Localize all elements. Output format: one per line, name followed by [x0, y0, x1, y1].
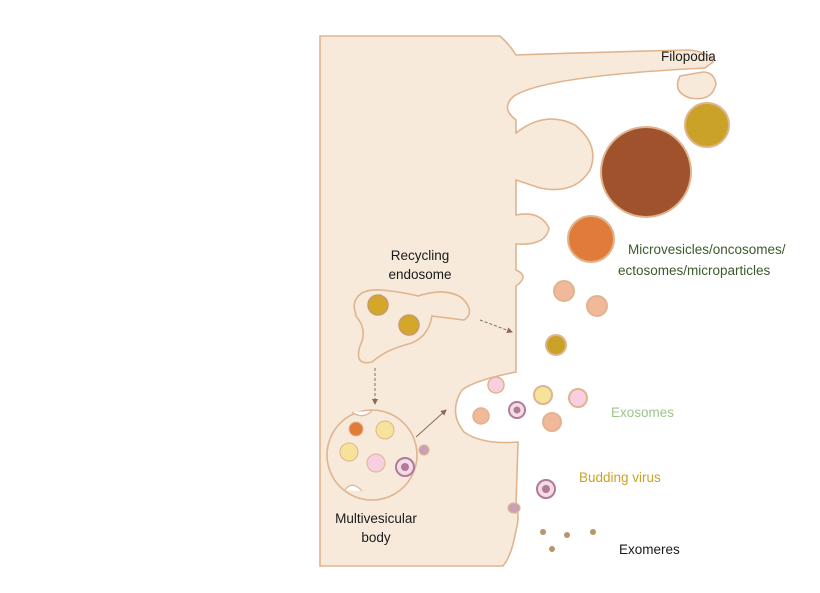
budding-virus-core: [542, 485, 550, 493]
label-multivesicular-line2: body: [361, 530, 391, 545]
microvesicle-mustard: [684, 102, 730, 148]
microvesicle-small-mustard: [545, 334, 567, 356]
label-microvesicles-line1: Microvesicles/oncosomes/: [628, 242, 786, 257]
label-recycling-line2: endosome: [388, 267, 452, 282]
microvesicle-small-1: [553, 280, 575, 302]
microvesicle-large: [600, 126, 692, 218]
mvb-inward-bud-1: [351, 410, 373, 417]
mvb-inner-vesicle-3: [339, 442, 359, 462]
exosome-salmon: [542, 412, 562, 432]
label-recycling-line1: Recycling: [390, 248, 450, 263]
label-exosomes: Exosomes: [611, 405, 675, 420]
exomere-2: [564, 532, 570, 538]
membrane-small-bud: [507, 502, 521, 514]
exomere-3: [590, 529, 596, 535]
cell-body: [319, 35, 714, 567]
label-multivesicular-line1: Multivesicular: [335, 511, 417, 526]
mvb-inward-bud-2: [344, 484, 363, 492]
microvesicle-orange: [567, 215, 615, 263]
label-microvesicles-line2: ectosomes/microparticles: [618, 263, 771, 278]
exomere-4: [549, 546, 555, 552]
microvesicle-small-2: [586, 295, 608, 317]
filopodia-bud: [676, 71, 717, 100]
pocket-vesicle-1: [487, 376, 505, 394]
arrow-mvb-to-pocket: [415, 409, 447, 438]
label-filopodia: Filopodia: [661, 49, 716, 64]
pocket-virus-core: [513, 406, 521, 414]
exosome-pink: [568, 388, 588, 408]
exosome-yellow-1: [533, 385, 553, 405]
exomere-1: [540, 529, 546, 535]
endosome-vesicle-1: [367, 294, 389, 316]
label-budding-virus: Budding virus: [579, 470, 661, 485]
mvb-budding-virus: [418, 444, 430, 456]
mvb-virus-core: [401, 463, 409, 471]
label-exomeres: Exomeres: [619, 542, 680, 557]
pocket-vesicle-2: [472, 407, 490, 425]
endosome-vesicle-2: [398, 314, 420, 336]
mvb-inner-vesicle-1: [348, 421, 364, 437]
mvb-inner-vesicle-4: [366, 453, 386, 473]
mvb-inner-vesicle-2: [375, 420, 395, 440]
arrow-endosome-to-membrane: [479, 319, 513, 334]
